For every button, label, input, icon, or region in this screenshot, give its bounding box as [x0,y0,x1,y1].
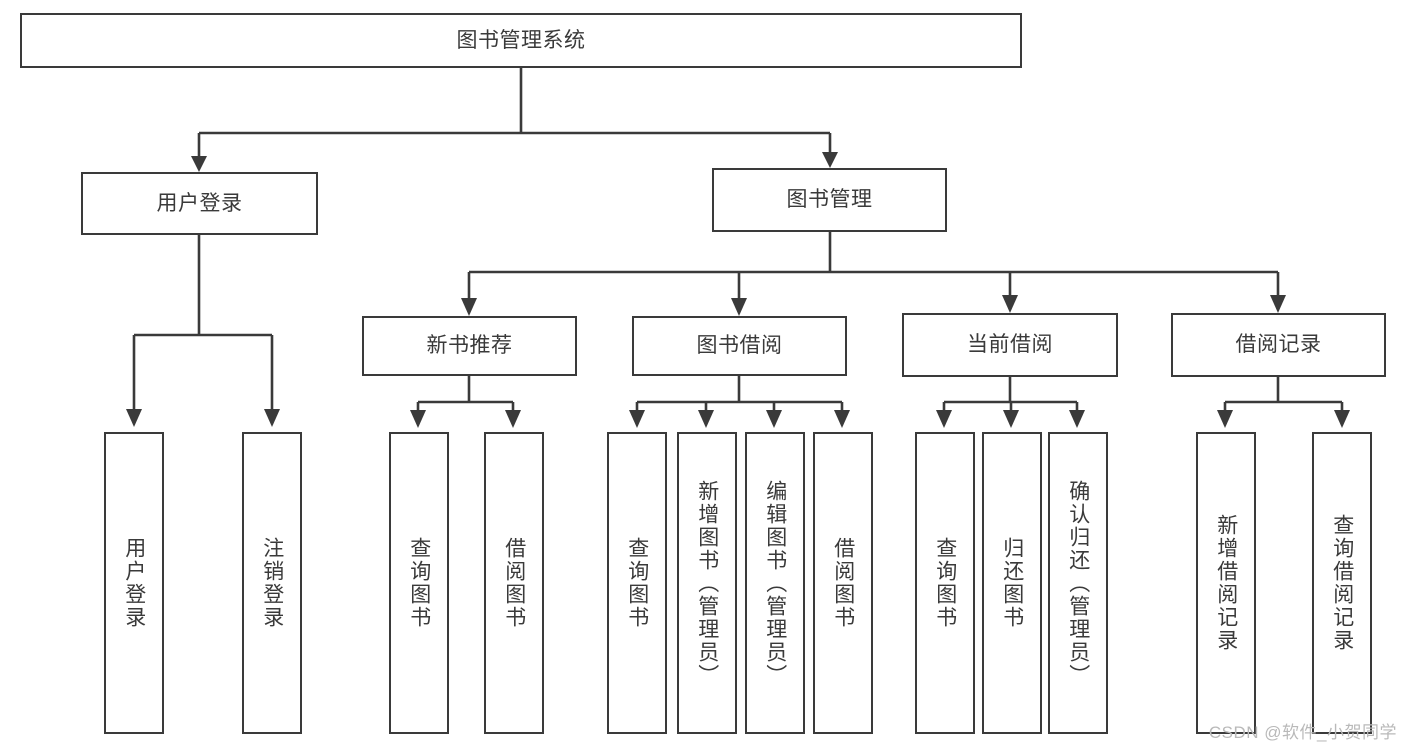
leaf-query-book-newbook[interactable]: 查询图书 [389,432,449,734]
leaf-label: 查询图书 [933,537,957,629]
leaf-query-book-borrow[interactable]: 查询图书 [607,432,667,734]
arrowhead-to-book-borrow [731,298,747,316]
leaf-label: 查询借阅记录 [1330,514,1354,652]
leaf-add-borrow-record[interactable]: 新增借阅记录 [1196,432,1256,734]
leaf-logout[interactable]: 注销登录 [242,432,302,734]
leaf-borrow-book[interactable]: 借阅图书 [813,432,873,734]
arrowhead-to-book-management [822,152,838,168]
arrowhead-borrowrecord-leaf-1 [1217,410,1233,428]
arrowhead-bookborrow-leaf-3 [766,410,782,428]
arrowhead-to-current-borrow [1002,295,1018,313]
leaf-add-book-admin[interactable]: 新增图书（管理员） [677,432,737,734]
node-current-borrow[interactable]: 当前借阅 [902,313,1118,377]
leaf-query-book-current[interactable]: 查询图书 [915,432,975,734]
leaf-label: 新增借阅记录 [1214,514,1238,652]
leaf-label: 借阅图书 [831,537,855,629]
node-book-borrow[interactable]: 图书借阅 [632,316,847,376]
leaf-label: 查询图书 [625,537,649,629]
leaf-edit-book-admin[interactable]: 编辑图书（管理员） [745,432,805,734]
node-borrow-record[interactable]: 借阅记录 [1171,313,1386,377]
arrowhead-to-user-login [191,156,207,172]
arrowhead-bookborrow-leaf-2 [698,410,714,428]
arrowhead-to-user-login-leaf [126,409,142,427]
arrowhead-currentborrow-leaf-1 [936,410,952,428]
arrowhead-to-new-book-recommend [461,298,477,316]
leaf-label: 用户登录 [122,537,146,629]
leaf-label: 确认归还（管理员） [1066,479,1090,687]
arrowhead-newbook-leaf-2 [505,410,521,428]
leaf-label: 新增图书（管理员） [695,479,719,687]
arrowhead-newbook-leaf-1 [410,410,426,428]
leaf-confirm-return-admin[interactable]: 确认归还（管理员） [1048,432,1108,734]
arrowhead-bookborrow-leaf-4 [834,410,850,428]
node-new-book-recommend[interactable]: 新书推荐 [362,316,577,376]
arrowhead-to-borrow-record [1270,295,1286,313]
leaf-label: 注销登录 [260,537,284,629]
leaf-label: 编辑图书（管理员） [763,479,787,687]
leaf-user-login[interactable]: 用户登录 [104,432,164,734]
node-book-management[interactable]: 图书管理 [712,168,947,232]
arrowhead-currentborrow-leaf-2 [1003,410,1019,428]
arrowhead-currentborrow-leaf-3 [1069,410,1085,428]
leaf-label: 借阅图书 [502,537,526,629]
arrowhead-borrowrecord-leaf-2 [1334,410,1350,428]
leaf-label: 查询图书 [407,537,431,629]
node-user-login[interactable]: 用户登录 [81,172,318,235]
leaf-borrow-book-newbook[interactable]: 借阅图书 [484,432,544,734]
leaf-label: 归还图书 [1000,537,1024,629]
leaf-return-book[interactable]: 归还图书 [982,432,1042,734]
arrowhead-bookborrow-leaf-1 [629,410,645,428]
arrowhead-to-logout-leaf [264,409,280,427]
leaf-query-borrow-record[interactable]: 查询借阅记录 [1312,432,1372,734]
node-root-book-management-system[interactable]: 图书管理系统 [20,13,1022,68]
